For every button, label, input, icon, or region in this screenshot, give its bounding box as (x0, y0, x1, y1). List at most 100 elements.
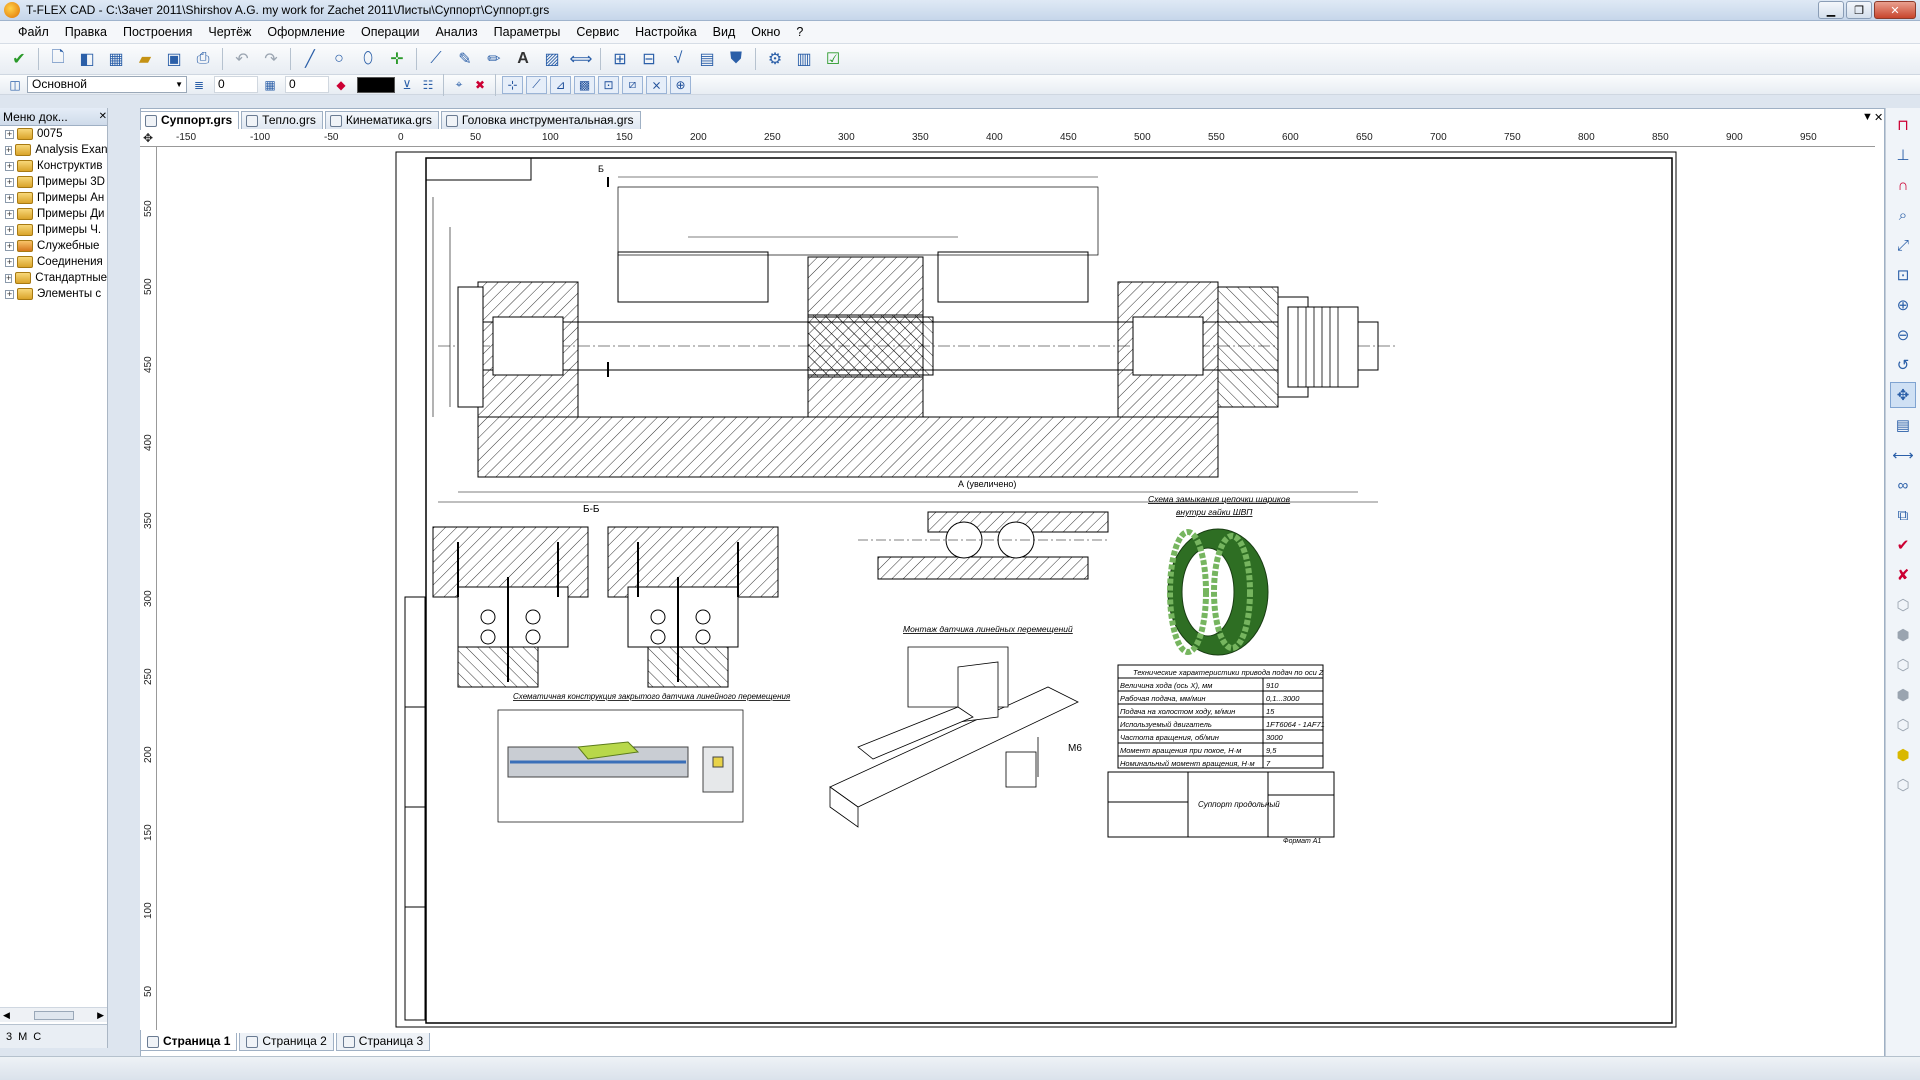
tab-page[interactable]: Страница 2 (239, 1033, 334, 1051)
copy-icon[interactable]: ⧉ (1897, 506, 1909, 524)
table-icon[interactable]: ▤ (699, 51, 715, 68)
tree-item[interactable]: +Соединения (0, 254, 107, 270)
panel-tab-menu[interactable]: М (18, 1030, 28, 1043)
text-icon[interactable]: A (517, 50, 529, 67)
menu-service[interactable]: Сервис (576, 24, 620, 39)
new-3d-icon[interactable]: ◧ (79, 51, 95, 68)
menu-edit[interactable]: Правка (64, 24, 107, 39)
tree-item[interactable]: +0075 (0, 126, 107, 142)
cube-iso-icon[interactable]: ⬡ (1896, 717, 1910, 734)
tab-document[interactable]: Кинематика.grs (324, 111, 439, 129)
circle-icon[interactable]: ○ (334, 50, 344, 67)
menu-drawing[interactable]: Чертёж (208, 24, 252, 39)
redo-icon[interactable]: ↷ (264, 51, 278, 68)
model-cross-icon[interactable]: ✘ (1896, 567, 1910, 584)
new-drawing-icon[interactable]: ▦ (108, 51, 124, 68)
properties-icon[interactable]: ☷ (422, 77, 434, 92)
menu-settings[interactable]: Настройка (635, 24, 697, 39)
menu-operations[interactable]: Операции (360, 24, 420, 39)
zoom-in-icon[interactable]: ⊕ (1896, 297, 1910, 314)
tree-item[interactable]: +Стандартные (0, 270, 107, 286)
priority-field[interactable]: 0 (285, 76, 329, 93)
menu-parameters[interactable]: Параметры (493, 24, 561, 39)
variables-icon[interactable]: ⚙ (767, 51, 783, 68)
view-icon[interactable]: ⊟ (642, 51, 656, 68)
menu-analysis[interactable]: Анализ (435, 24, 478, 39)
menu-window[interactable]: Окно (751, 24, 781, 39)
menu-annotation[interactable]: Оформление (267, 24, 345, 39)
minimize-button[interactable]: ▁ (1818, 1, 1844, 19)
layer-select[interactable]: Основной ▼ (27, 76, 187, 93)
new-document-icon[interactable]: 🗋 (51, 48, 65, 66)
open-icon[interactable]: ▰ (138, 51, 152, 68)
panel-tab-3d[interactable]: 3 (6, 1030, 13, 1043)
pencil-icon[interactable]: ✏ (487, 51, 501, 68)
tree-item[interactable]: +Конструктив (0, 158, 107, 174)
level-field[interactable]: 0 (214, 76, 258, 93)
tab-list-icon[interactable]: ▼ (1862, 111, 1873, 123)
pan-icon[interactable]: ✥ (1890, 382, 1916, 408)
fragment-icon[interactable]: ⊞ (613, 51, 627, 68)
tab-document[interactable]: Тепло.grs (241, 111, 323, 129)
approve-icon[interactable]: ☑ (825, 51, 841, 68)
expand-icon[interactable]: + (5, 272, 13, 283)
tree-item[interactable]: +Analysis Exan (0, 142, 107, 158)
snap-tangent-icon[interactable]: ⧄ (622, 75, 643, 94)
snap-toggle-icon[interactable]: ⊥ (1896, 147, 1910, 164)
menu-view[interactable]: Вид (712, 24, 736, 39)
pin-icon[interactable]: ✕ (98, 111, 107, 122)
snap-line-icon[interactable]: ⟋ (526, 75, 547, 94)
print-icon[interactable]: ⎙ (196, 50, 210, 67)
expand-icon[interactable]: + (5, 144, 13, 155)
panel-scrollbar[interactable]: ◀ ▶ (0, 1007, 107, 1022)
expand-icon[interactable]: + (5, 256, 14, 267)
model-check-icon[interactable]: ✔ (1896, 537, 1910, 554)
glasses-icon[interactable]: ∞ (1897, 476, 1909, 494)
scroll-left-icon[interactable]: ◀ (3, 1009, 10, 1020)
tab-document[interactable]: Суппорт.grs (140, 111, 240, 129)
expand-icon[interactable]: + (5, 192, 14, 203)
zoom-extent-icon[interactable]: ⊡ (1896, 267, 1910, 284)
menu-construct[interactable]: Построения (122, 24, 193, 39)
tab-document[interactable]: Головка инструментальная.grs (440, 111, 641, 129)
tree-item[interactable]: +Примеры Ч. (0, 222, 107, 238)
magnet-icon[interactable]: ∩ (1897, 176, 1909, 194)
cube-grey-icon[interactable]: ⬡ (1896, 777, 1910, 794)
tree-item[interactable]: +Примеры Ан (0, 190, 107, 206)
snap-center-icon[interactable]: ⊡ (598, 75, 619, 94)
expand-icon[interactable]: + (5, 208, 14, 219)
check-icon[interactable]: ✔ (12, 51, 26, 68)
undo-icon[interactable]: ↶ (235, 51, 249, 68)
tree-item[interactable]: +Служебные (0, 238, 107, 254)
expand-icon[interactable]: + (5, 288, 14, 299)
node-icon[interactable]: ✛ (390, 51, 404, 68)
save-icon[interactable]: ▣ (166, 51, 182, 68)
close-button[interactable]: ✕ (1874, 1, 1916, 19)
menu-file[interactable]: Файл (18, 24, 49, 39)
shield-icon[interactable]: ⛊ (729, 50, 742, 67)
select-icon[interactable]: ⌖ (455, 77, 463, 91)
sketch-icon[interactable]: ✎ (458, 51, 472, 68)
tab-close-icon[interactable]: ✕ (1874, 112, 1884, 124)
dimension-icon[interactable]: ⟺ (569, 51, 593, 68)
layers-icon[interactable]: ▤ (1895, 417, 1911, 434)
scroll-right-icon[interactable]: ▶ (97, 1009, 104, 1020)
expand-icon[interactable]: + (5, 176, 14, 187)
deselect-icon[interactable]: ✖ (474, 77, 486, 92)
tree-item[interactable]: +Примеры 3D (0, 174, 107, 190)
tree-item[interactable]: +Примеры Ди (0, 206, 107, 222)
drawing-canvas[interactable]: Б Б-Б А (увеличено) Схема замыкания цепо… (158, 147, 1880, 1030)
graphic-line-icon[interactable]: ⟋ (430, 50, 442, 67)
expand-icon[interactable]: + (5, 240, 14, 251)
measure-icon[interactable]: ⟷ (1892, 447, 1914, 464)
expand-icon[interactable]: + (5, 128, 14, 139)
expand-icon[interactable]: + (5, 160, 14, 171)
line-color-swatch[interactable] (357, 76, 395, 93)
menu-help[interactable]: ? (796, 24, 804, 39)
snap-mid-icon[interactable]: ▩ (574, 75, 595, 94)
database-icon[interactable]: ▥ (796, 51, 812, 68)
scroll-thumb[interactable] (33, 1010, 74, 1020)
roughness-icon[interactable]: √ (673, 50, 683, 67)
zoom-out-icon[interactable]: ⊖ (1896, 327, 1910, 344)
snap-node-icon[interactable]: ⊹ (502, 75, 523, 94)
